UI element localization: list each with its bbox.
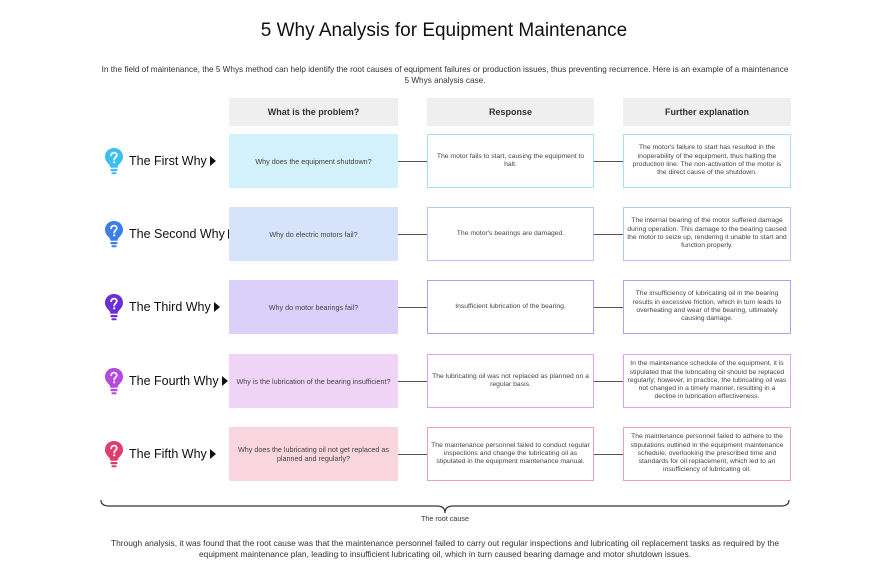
explanation-box-1: The motor's failure to start has resulte…: [623, 134, 791, 188]
lightbulb-question-icon: [105, 368, 123, 395]
connector-line: [398, 454, 427, 455]
explanation-box-2: The internal bearing of the motor suffer…: [623, 207, 791, 261]
problem-box-1: Why does the equipment shutdown?: [229, 134, 398, 188]
connector-line: [594, 234, 623, 235]
row-label-text: The Third Why: [129, 300, 211, 314]
explanation-box-5: The maintenance personnel failed to adhe…: [623, 427, 791, 481]
triangle-right-icon: [221, 376, 228, 386]
response-box-2: The motor's bearings are damaged.: [427, 207, 594, 261]
root-cause-label: The root cause: [421, 514, 469, 523]
problem-box-4: Why is the lubrication of the bearing in…: [229, 354, 398, 408]
triangle-right-icon: [213, 302, 220, 312]
connector-line: [594, 307, 623, 308]
row-label-text: The First Why: [129, 154, 207, 168]
header-problem: What is the problem?: [229, 98, 398, 126]
row-label-2: The Second Why: [103, 219, 234, 249]
triangle-right-icon: [209, 156, 216, 166]
response-box-5: The maintenance personnel failed to cond…: [427, 427, 594, 481]
intro-paragraph: In the field of maintenance, the 5 Whys …: [101, 65, 789, 85]
problem-box-3: Why do motor bearings fail?: [229, 280, 398, 334]
lightbulb-question-icon: [105, 221, 123, 248]
triangle-right-icon: [209, 449, 216, 459]
connector-line: [398, 234, 427, 235]
connector-line: [594, 161, 623, 162]
header-response: Response: [427, 98, 594, 126]
row-label-text: The Fourth Why: [129, 374, 219, 388]
row-label-3: The Third Why: [103, 292, 233, 322]
explanation-box-4: In the maintenance schedule of the equip…: [623, 354, 791, 408]
row-label-text: The Second Why: [129, 227, 225, 241]
response-box-3: Insufficient lubrication of the bearing.: [427, 280, 594, 334]
page-title: 5 Why Analysis for Equipment Maintenance: [260, 20, 628, 41]
lightbulb-question-icon: [105, 294, 123, 321]
connector-line: [594, 381, 623, 382]
row-label-4: The Fourth Why: [103, 366, 233, 396]
problem-box-5: Why does the lubricating oil not get rep…: [229, 427, 398, 481]
connector-line: [398, 161, 427, 162]
row-label-1: The First Why: [103, 146, 233, 176]
response-box-4: The lubricating oil was not replaced as …: [427, 354, 594, 408]
response-box-1: The motor fails to start, causing the eq…: [427, 134, 594, 188]
connector-line: [398, 381, 427, 382]
lightbulb-question-icon: [105, 148, 123, 175]
root-cause-brace: [100, 499, 790, 514]
row-label-5: The Fifth Why: [103, 439, 233, 469]
conclusion-paragraph: Through analysis, it was found that the …: [110, 538, 780, 559]
row-label-text: The Fifth Why: [129, 447, 207, 461]
connector-line: [398, 307, 427, 308]
header-explanation: Further explanation: [623, 98, 791, 126]
lightbulb-question-icon: [105, 441, 123, 468]
connector-line: [594, 454, 623, 455]
explanation-box-3: The insufficiency of lubricating oil in …: [623, 280, 791, 334]
problem-box-2: Why do electric motors fail?: [229, 207, 398, 261]
